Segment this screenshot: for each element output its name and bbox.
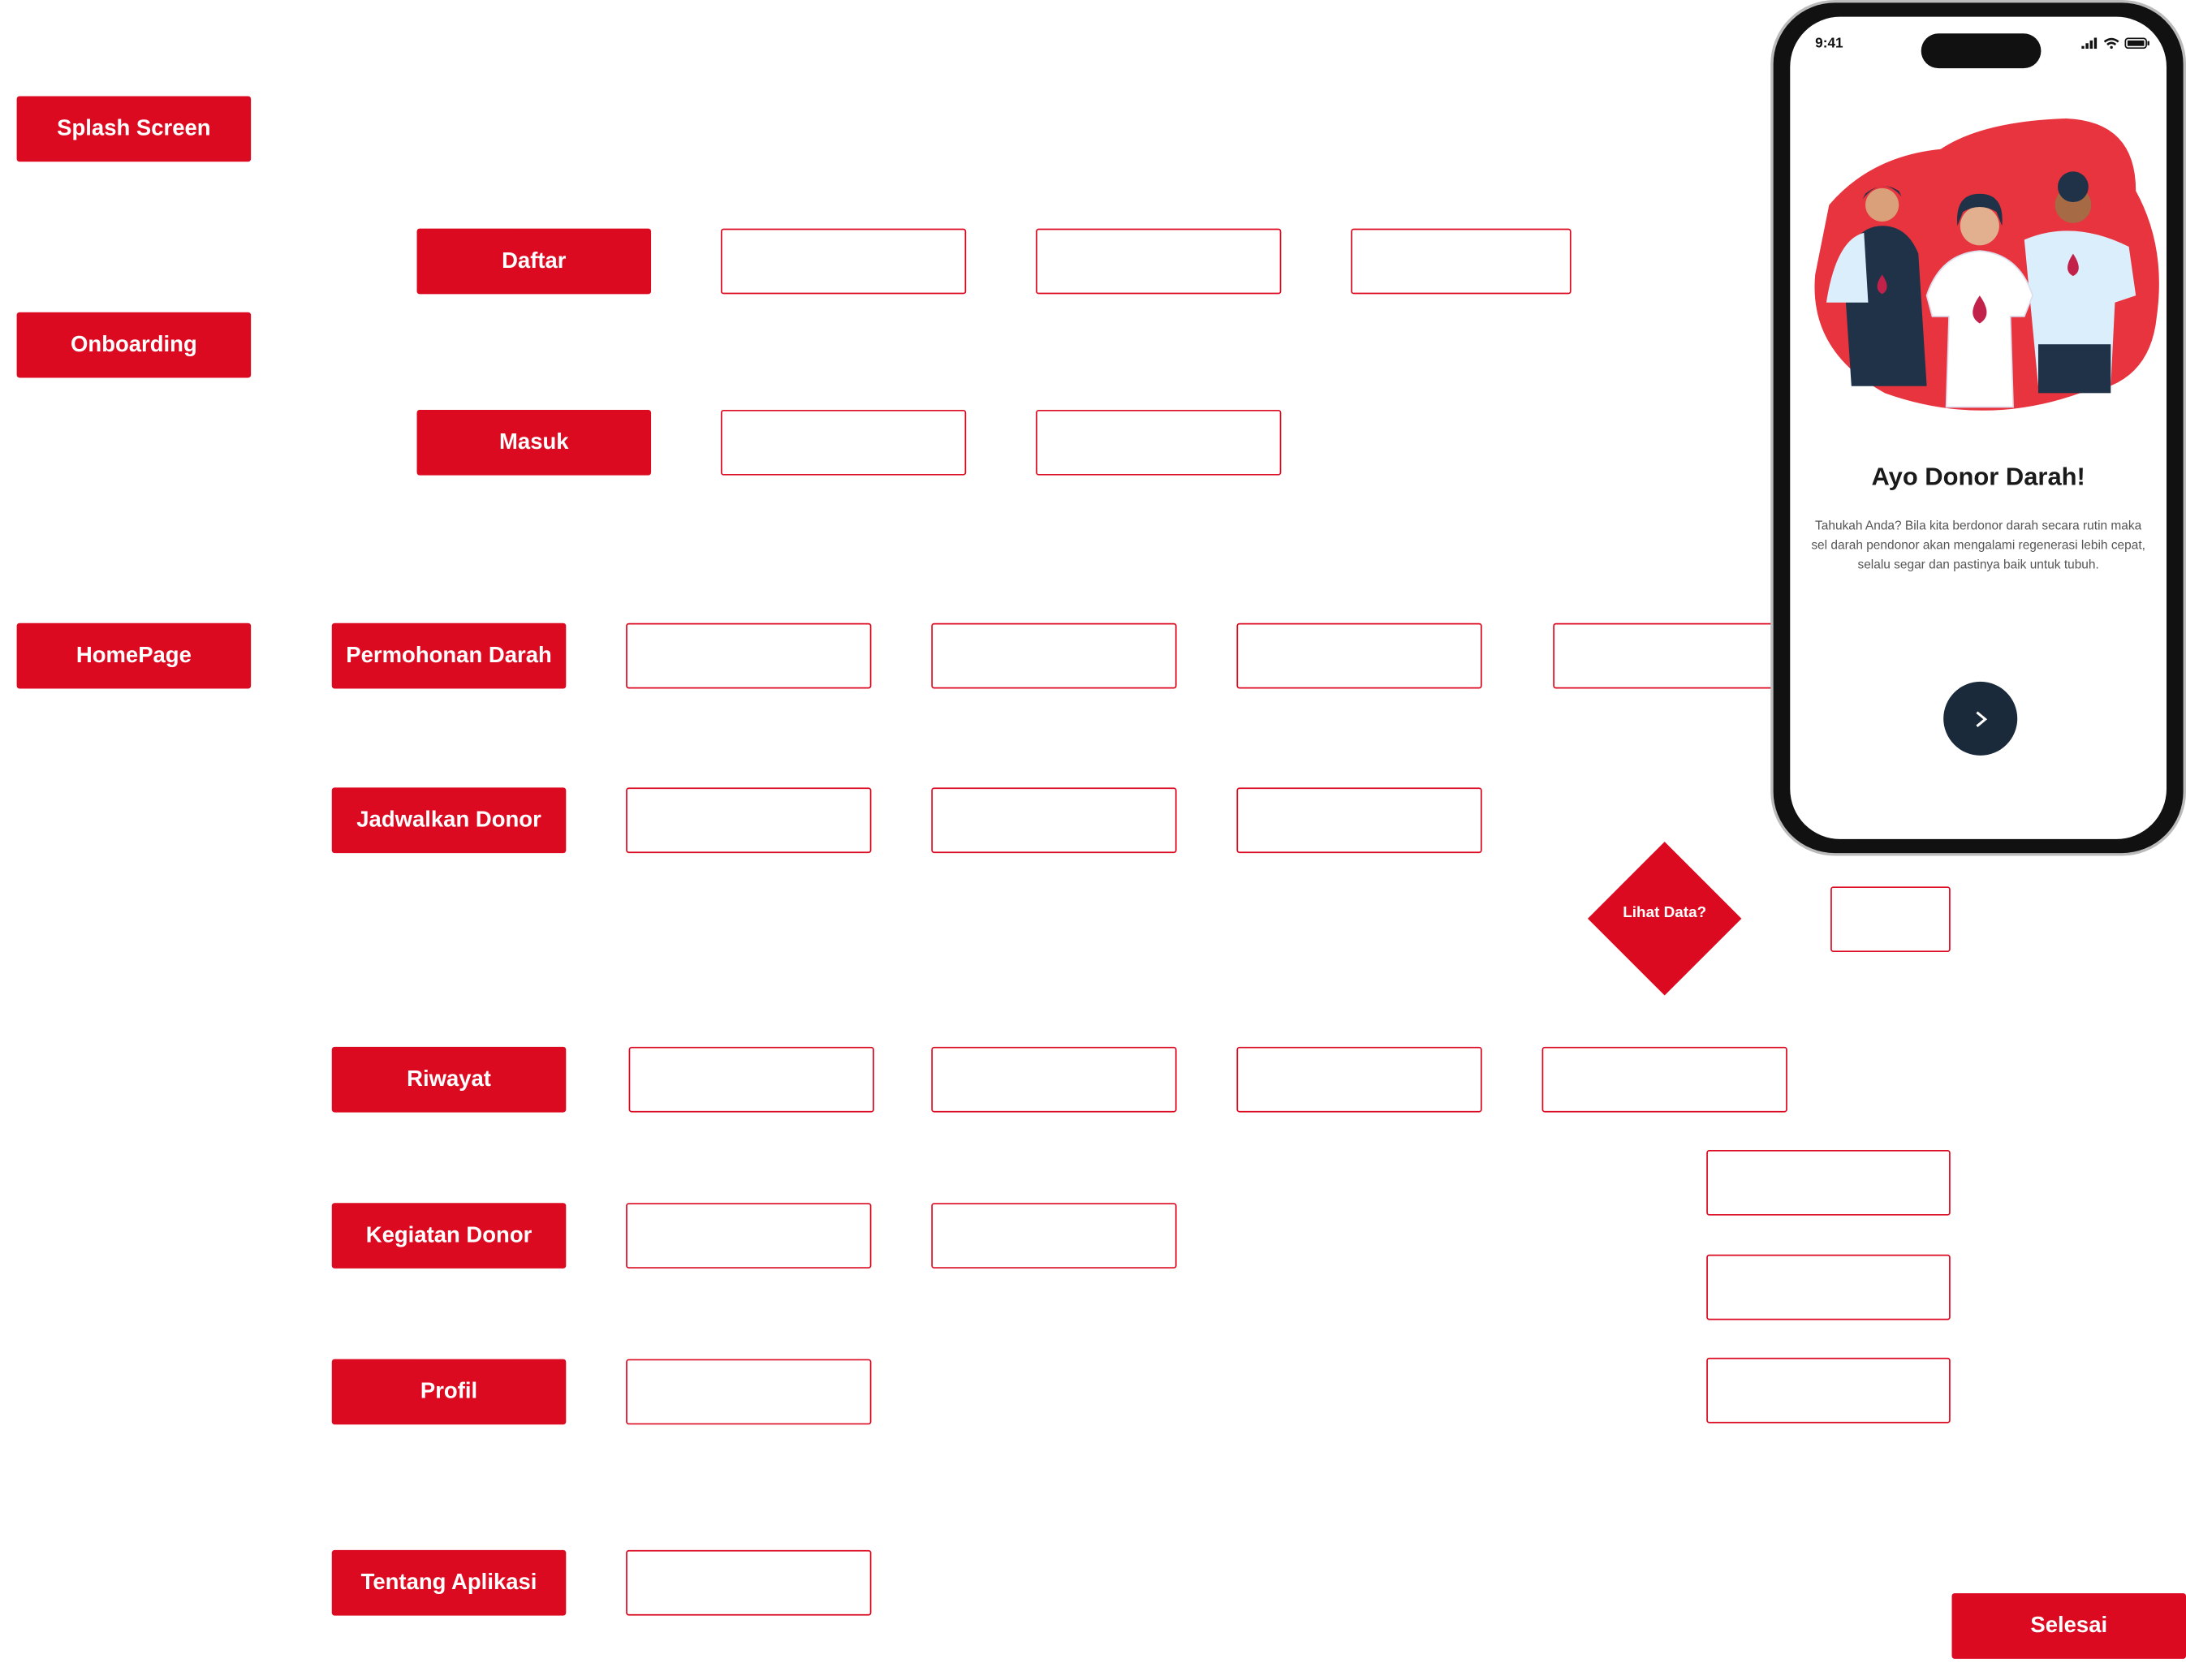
placeholder-box [720,228,967,295]
placeholder-box [931,1046,1177,1113]
node-riwayat[interactable]: Riwayat [331,1046,567,1113]
node-onboarding[interactable]: Onboarding [16,312,252,378]
node-daftar[interactable]: Daftar [416,228,652,295]
decision-label: Lihat Data? [1623,904,1707,922]
placeholder-box [626,1203,872,1269]
placeholder-box [1351,228,1572,295]
placeholder-box [1706,1357,1951,1424]
next-button[interactable] [1943,681,2018,756]
node-profil[interactable]: Profil [331,1359,567,1425]
onboarding-screen: 9:41 [1790,16,2167,839]
node-masuk[interactable]: Masuk [416,409,652,476]
placeholder-box [931,1203,1177,1269]
node-kegiatan-donor[interactable]: Kegiatan Donor [331,1203,567,1269]
placeholder-box [1236,1046,1482,1113]
node-permohonan-darah[interactable]: Permohonan Darah [331,622,567,689]
placeholder-box [1236,787,1482,854]
dynamic-island [1921,33,2042,69]
battery-icon [2124,37,2149,50]
blood-donors-illustration [1814,118,2159,411]
placeholder-box [931,787,1177,854]
phone-mockup: 9:41 [1770,0,2186,856]
node-tentang-aplikasi[interactable]: Tentang Aplikasi [331,1549,567,1616]
placeholder-box [720,409,967,476]
chevron-right-icon [1975,710,1987,727]
placeholder-box [1553,622,1799,689]
placeholder-box [1706,1254,1951,1320]
placeholder-box [1036,228,1282,295]
placeholder-box [1706,1149,1951,1216]
placeholder-box [628,1046,874,1113]
placeholder-box [1036,409,1282,476]
placeholder-box [1830,886,1951,953]
placeholder-box [1541,1046,1787,1113]
onboarding-description: Tahukah Anda? Bila kita berdonor darah s… [1811,518,2145,572]
node-selesai[interactable]: Selesai [1951,1593,2186,1659]
node-jadwalkan-donor[interactable]: Jadwalkan Donor [331,787,567,854]
placeholder-box [626,787,872,854]
placeholder-box [1236,622,1482,689]
node-splash-screen[interactable]: Splash Screen [16,96,252,162]
onboarding-title: Ayo Donor Darah! [1871,463,2085,491]
status-icons [2081,37,2149,50]
placeholder-box [931,622,1177,689]
node-homepage[interactable]: HomePage [16,622,252,689]
placeholder-box [626,1549,872,1616]
status-time: 9:41 [1815,36,1843,52]
wifi-icon [2103,37,2119,50]
signal-icon [2081,37,2098,50]
placeholder-box [626,1359,872,1425]
placeholder-box [626,622,872,689]
